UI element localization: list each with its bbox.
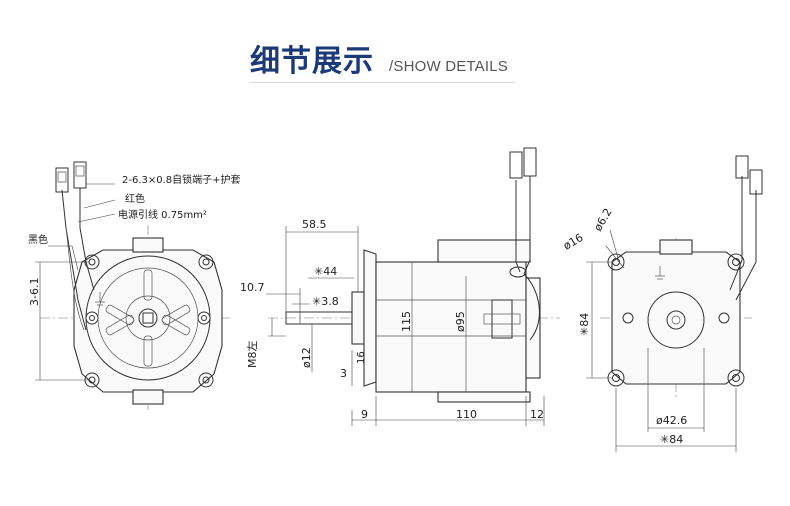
dim-12: 12 [530,408,544,421]
front-bottom-boss [132,389,164,405]
front-view: 2-6.3×0.8自锁端子+护套 红色 电源引线 0.75mm² 黑色 3-6.… [28,161,241,410]
rear-hub [647,291,705,349]
rear-plate [611,251,741,385]
dim-shaft-dia: ø12 [300,347,313,368]
title-divider [250,82,515,83]
section-header: 细节展示 /SHOW DETAILS [0,0,790,95]
side-terminal-2 [523,147,537,177]
dim-16: 16 [356,351,367,364]
rear-lead-wire-1 [729,176,743,291]
front-terminal-left [55,167,69,193]
rear-top-boss [659,239,693,255]
dim-body-dia: ø95 [454,311,467,332]
dim-vertical-84: ✳84 [578,313,591,336]
dim-9: 9 [361,408,368,421]
front-housing-circle [85,255,211,381]
label-red-wire: 红色 [125,192,145,205]
side-front-boss [351,291,365,345]
dim-58-5: 58.5 [302,218,327,231]
side-view: 58.5 ✳44 10.7 ✳3.8 M8左 ø12 3 16 115 ø95 … [240,147,560,426]
side-terminal-block [491,299,513,339]
dim-115: 115 [400,311,413,332]
section-subtitle: /SHOW DETAILS [389,58,509,75]
rear-terminal-2 [749,169,763,195]
side-rear-cap [525,277,541,379]
dim-10-7: 10.7 [240,281,265,294]
front-lead-wire-2 [79,188,95,291]
dim-44: ✳44 [314,265,337,278]
side-motor-body [375,261,527,393]
front-lead-wire-1 [61,189,87,331]
dim-hole-dia: ø6.2 [591,206,614,233]
dim-mount-holes: 3-6.1 [28,278,41,306]
dim-3-8: ✳3.8 [312,295,339,308]
dim-hub-dia: ø42.6 [656,414,687,427]
front-flange [73,249,223,393]
rear-terminal-1 [735,155,749,179]
dim-lug-dia: ø16 [561,231,585,253]
rear-lead-wire-2 [735,190,757,301]
side-lead-wire-2 [523,273,540,341]
front-terminal-right [73,161,87,189]
front-top-boss [132,237,164,253]
label-black-wire: 黑色 [28,233,48,246]
dim-thread-m8: M8左 [246,341,259,369]
label-power-lead: 电源引线 0.75mm² [118,208,207,221]
side-flange [363,249,377,387]
section-title: 细节展示 [250,44,374,79]
dim-3: 3 [340,367,347,380]
dim-horizontal-84: ✳84 [660,433,683,446]
rear-view: ø16 ø6.2 ✳84 ø42.6 ✳84 [561,155,763,452]
side-terminal-1 [509,151,523,179]
rear-mount-hole-br [727,369,745,387]
dim-110: 110 [456,408,477,421]
side-lead-wire-1 [515,180,521,273]
label-terminal: 2-6.3×0.8自锁端子+护套 [122,173,241,186]
rear-mount-hole-tr [727,253,745,271]
side-bottom-boss [437,391,531,403]
